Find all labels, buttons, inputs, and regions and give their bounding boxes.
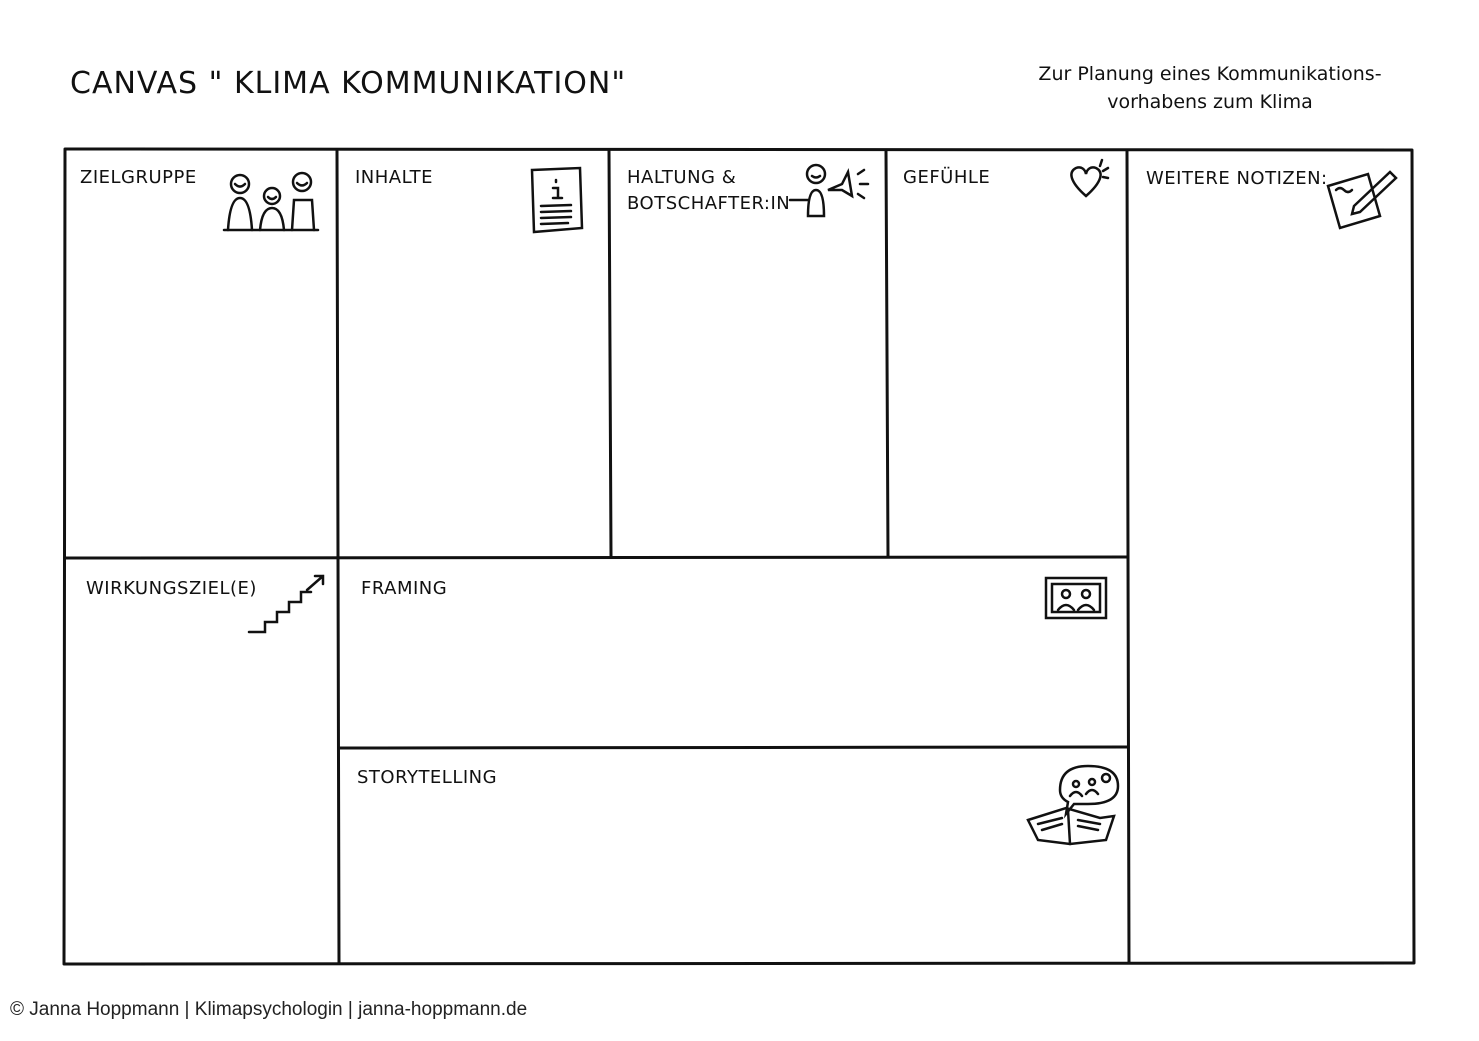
divider-row-2 bbox=[337, 745, 1130, 750]
cell-label-storytelling: STORYTELLING bbox=[357, 767, 498, 788]
footer-credit: © Janna Hoppmann | Klimapsychologin | ja… bbox=[10, 999, 528, 1020]
subtitle-line-1: Zur Planung eines Kommunikations- bbox=[1038, 63, 1382, 85]
stairs-arrow-icon bbox=[247, 574, 325, 634]
info-document-icon bbox=[530, 166, 584, 234]
heart-icon bbox=[1070, 158, 1110, 198]
divider-col-2 bbox=[607, 149, 613, 558]
cell-label-haltung: HALTUNG & BOTSCHAFTER:IN bbox=[627, 165, 790, 217]
subtitle-line-2: vorhabens zum Klima bbox=[1107, 91, 1313, 113]
cell-label-haltung-line-2: BOTSCHAFTER:IN bbox=[627, 193, 791, 214]
cell-label-notizen: WEITERE NOTIZEN: bbox=[1146, 168, 1328, 189]
outer-border bbox=[62, 147, 1416, 966]
cell-label-gefuehle: GEFÜHLE bbox=[903, 167, 991, 188]
three-people-icon bbox=[222, 171, 320, 232]
cell-label-zielgruppe: ZIELGRUPPE bbox=[80, 167, 197, 188]
open-book-speech-bubble-icon bbox=[1026, 764, 1120, 846]
divider-row-1 bbox=[64, 555, 1130, 560]
divider-col-3 bbox=[884, 149, 890, 558]
cell-label-inhalte: INHALTE bbox=[355, 167, 434, 188]
cell-label-haltung-line-1: HALTUNG & bbox=[627, 167, 737, 188]
page-subtitle: Zur Planung eines Kommunikations- vorhab… bbox=[1020, 60, 1400, 116]
megaphone-person-icon bbox=[788, 163, 870, 218]
cell-label-wirkungsziel: WIRKUNGSZIEL(E) bbox=[86, 578, 257, 599]
framed-picture-icon bbox=[1044, 576, 1108, 620]
notepad-pencil-icon bbox=[1326, 170, 1398, 230]
page-title: CANVAS " KLIMA KOMMUNIKATION" bbox=[70, 66, 627, 101]
cell-label-framing: FRAMING bbox=[361, 578, 448, 599]
